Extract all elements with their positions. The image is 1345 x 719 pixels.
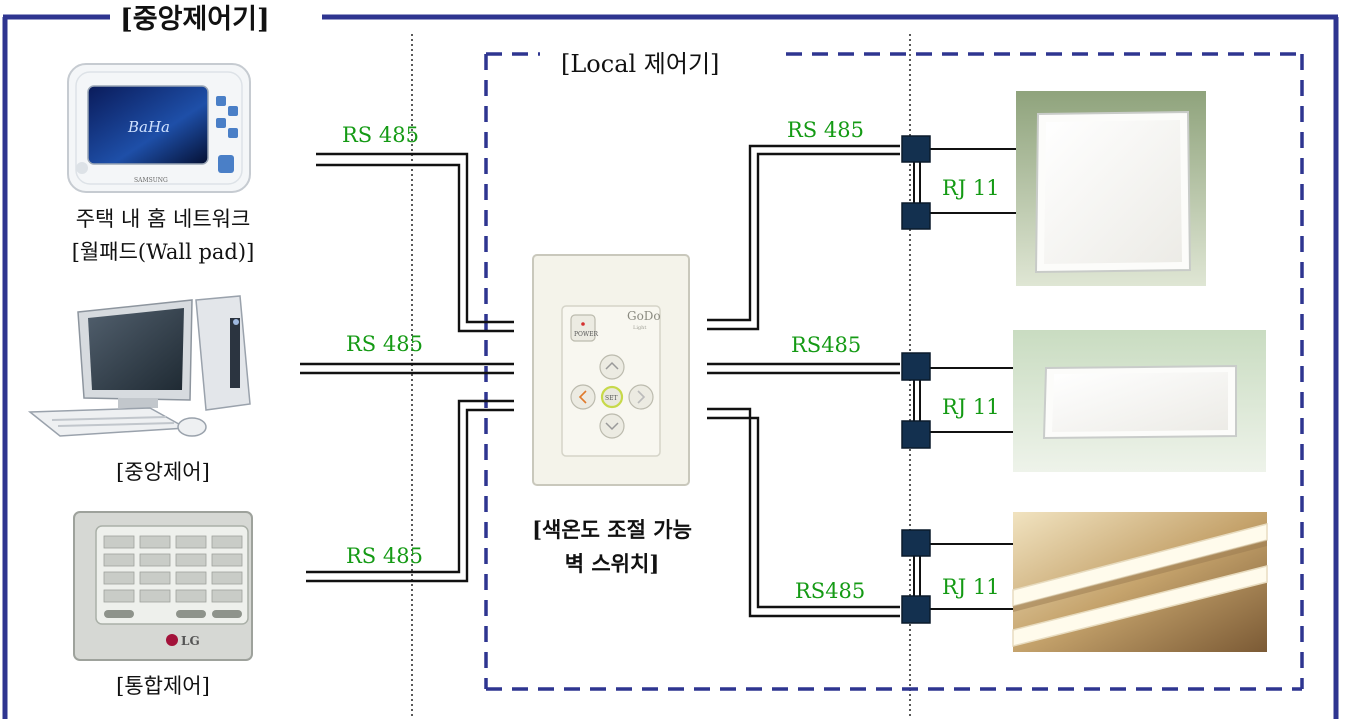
up-button[interactable]: [600, 355, 624, 379]
local-controller-title: [Local 제어기]: [561, 50, 719, 78]
connector-bot-lower: [902, 596, 930, 623]
label-left-top: RS 485: [342, 123, 419, 147]
panel-image: LG: [74, 512, 252, 660]
cable-right-mid: [707, 364, 900, 373]
wallpad-brand: SAMSUNG: [134, 177, 168, 184]
switch-label-line2: 벽 스위치]: [565, 551, 660, 576]
panel-brand: LG: [181, 634, 200, 648]
connector-top-upper: [902, 136, 930, 162]
label-left-mid: RS 485: [346, 332, 423, 356]
pc-image: [30, 296, 250, 436]
panel-label: [통합제어]: [116, 674, 210, 698]
switch-brand: GoDo: [627, 309, 661, 323]
right-button[interactable]: [629, 385, 653, 409]
connector-mid-lower: [902, 421, 930, 448]
wallpad-image: BaHa SAMSUNG: [68, 64, 250, 192]
central-controller-title: [중앙제어기]: [120, 4, 270, 35]
connector-bot-upper: [902, 530, 930, 556]
power-label: POWER: [574, 331, 599, 338]
lamp-square-image: [1016, 91, 1206, 286]
label-right-top: RS 485: [787, 118, 864, 142]
left-button[interactable]: [571, 385, 595, 409]
lamp-ceiling-image: [1013, 512, 1267, 652]
label-right-mid: RS485: [791, 333, 861, 357]
label-rj-mid: RJ 11: [942, 395, 1000, 419]
connector-mid-upper: [902, 353, 930, 380]
label-rj-bot: RJ 11: [942, 575, 1000, 599]
wallpad-label-line2: [월패드(Wall pad)]: [72, 240, 255, 264]
label-right-bot: RS485: [795, 579, 865, 603]
cable-right-top: [707, 146, 900, 329]
set-label: SET: [605, 395, 618, 402]
lamp-rect-image: [1013, 330, 1266, 472]
connector-top-lower: [902, 203, 930, 229]
wall-switch-image: GoDo Light POWER SET: [533, 255, 689, 485]
switch-label-line1: [색온도 조절 가능: [532, 517, 692, 542]
wallpad-label-line1: 주택 내 홈 네트워크: [76, 207, 251, 231]
switch-brand-sub: Light: [633, 325, 646, 331]
down-button[interactable]: [600, 414, 624, 438]
wallpad-logo: BaHa: [127, 118, 170, 136]
label-left-bot: RS 485: [346, 544, 423, 568]
pc-label: [중앙제어]: [116, 460, 210, 484]
label-rj-top: RJ 11: [942, 176, 1000, 200]
cable-left-mid: [300, 364, 514, 373]
